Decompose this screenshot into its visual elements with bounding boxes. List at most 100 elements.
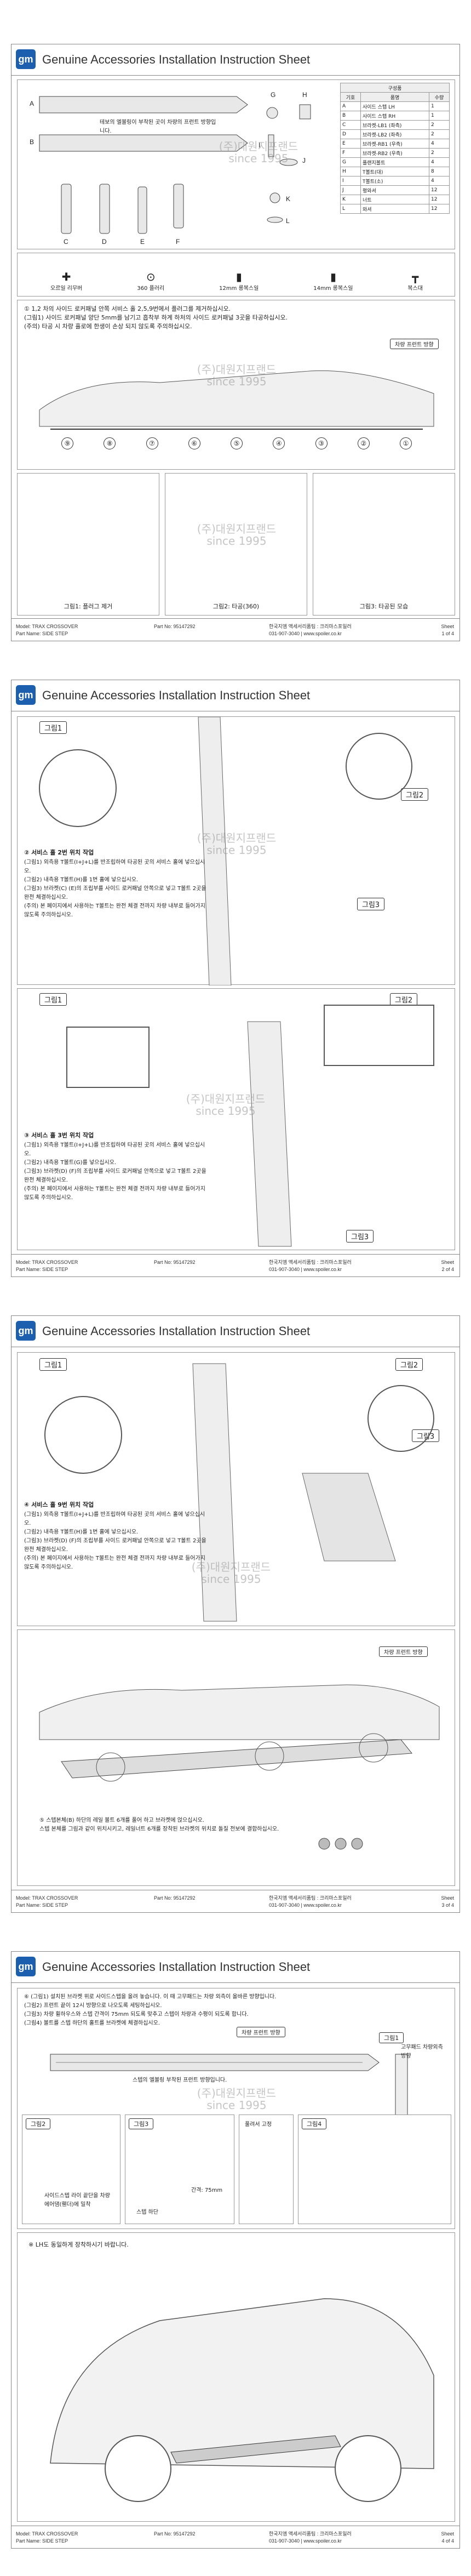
step5-diagram: [39, 1684, 440, 1850]
sheet-header: gm Genuine Accessories Installation Inst…: [12, 680, 459, 711]
parts-table-cell: 1: [429, 101, 450, 111]
step3-text: (그림1) 외측용 T볼트(I+J+L)를 반조립하여 타공된 곳의 서비스 홀…: [24, 1142, 206, 1201]
parts-table-cell: I: [340, 176, 361, 186]
fig3-label: 그림3: [129, 2118, 154, 2129]
fig1-panel: 그림1: 플러그 제거: [17, 473, 159, 615]
tool-icon: ┳: [412, 270, 419, 283]
step6-diagram: [50, 2054, 408, 2126]
parts-table-cell: 브라켓-RB1 (우측): [360, 139, 430, 149]
parts-table-cell: 4: [429, 157, 450, 167]
fig2-label: 그림2: [390, 993, 418, 1006]
parts-table-cell: T볼트(대): [360, 167, 430, 176]
fig3b-box: 풀려서 고정: [239, 2115, 294, 2224]
fig2-note: 사이드스텝 라이 끝단을 차량 에어댐(휀더)에 밀착: [44, 2193, 110, 2208]
part-label-d: D: [102, 238, 107, 246]
parts-table-cell: L: [340, 204, 361, 214]
parts-table-cell: 12: [429, 204, 450, 214]
tool-icon: ▮: [236, 270, 242, 283]
fig1-caption: 그림1: 플러그 제거: [64, 603, 113, 610]
service-hole-number: ⑦: [146, 437, 158, 449]
parts-table-cell: 4: [429, 176, 450, 186]
step5-panel: 차량 프런트 방향 ⑤ 스텝본체(B) 하단의 레일 볼트 6개를 풀어 하고 …: [17, 1629, 455, 1886]
tools-panel: ✚오르일 리무버 ⊙360 플러리 ▮12mm 롱복스일 ▮14mm 롱복스일 …: [17, 253, 455, 297]
part-label-g: G: [271, 91, 276, 99]
service-hole-number: ④: [273, 437, 285, 449]
step2-text: (그림1) 외측용 T볼트(I+J+L)를 반조립하여 타공된 곳의 서비스 홀…: [24, 859, 206, 918]
parts-table-cell: 플랜지볼트: [360, 157, 430, 167]
sheet-page-3: gm Genuine Accessories Installation Inst…: [11, 1315, 460, 1913]
parts-table-cell: 12: [429, 195, 450, 204]
parts-table-cell: 2: [429, 129, 450, 139]
parts-table-cell: G: [340, 157, 361, 167]
part-label-h: H: [302, 91, 307, 99]
parts-table-cell: J: [340, 185, 361, 195]
fig3-gap-note: 간격: 75mm: [191, 2187, 223, 2193]
fig3-step-label: 스텝 하단: [136, 2209, 158, 2215]
parts-table-cell: 사이드 스텝 RH: [360, 111, 430, 121]
sheet-header: gm Genuine Accessories Installation Inst…: [12, 1952, 459, 1983]
parts-table-cell: 평와셔: [360, 185, 430, 195]
parts-illustration: [39, 96, 311, 234]
fig4-note: 풀려서 고정: [245, 2122, 272, 2128]
tool-item: ▮14mm 롱복스일: [313, 270, 353, 292]
parts-table-cell: 너트: [360, 195, 430, 204]
tool-item: ▮12mm 롱복스일: [219, 270, 259, 292]
step6-panel: ⑥ (그림1) 설치된 브라켓 위로 사이드스텝을 올려 놓습니다. 이 때 고…: [17, 1988, 455, 2229]
part-label-b: B: [30, 138, 35, 146]
step2-panel: 그림1 그림2 그림3 ② 서비스 홀 2번 위치 작업 (그림1) 외측용 T…: [17, 716, 455, 985]
step1-text: ① 1,2 차의 사이드 로커패널 안쪽 서비스 홀 2,5,9번에서 플러그를…: [24, 305, 288, 330]
part-label-k: K: [286, 195, 291, 203]
parts-table-cell: 사이드 스텝 LH: [360, 101, 430, 111]
parts-table-title: 구성품: [340, 83, 450, 93]
sheet-page-2: gm Genuine Accessories Installation Inst…: [11, 680, 460, 1277]
fig1-label: 그림1: [39, 993, 67, 1006]
part-label-l: L: [286, 217, 290, 225]
service-hole-number: ②: [357, 437, 370, 449]
service-hole-number: ⑧: [104, 437, 116, 449]
part-label-f: F: [176, 238, 180, 246]
parts-table-cell: D: [340, 129, 361, 139]
fig2-label: 그림2: [401, 788, 429, 801]
parts-table-cell: 2: [429, 120, 450, 130]
gm-logo: gm: [16, 49, 36, 69]
fig2-box: 그림2 사이드스텝 라이 끝단을 차량 에어댐(휀더)에 밀착: [22, 2115, 120, 2224]
lh-note: ※ LH도 동일하게 장착하시기 바랍니다.: [28, 2241, 129, 2248]
step2-title: ② 서비스 홀 2번 위치 작업: [24, 849, 94, 856]
step5-text: ⑤ 스텝본체(B) 하단의 레일 볼트 6개를 풀어 하고 브라켓에 얹으십시오…: [39, 1817, 279, 1832]
parts-table-cell: 1: [429, 111, 450, 121]
final-panel: ※ LH도 동일하게 장착하시기 바랍니다.: [17, 2232, 455, 2522]
fig1-label: 그림1: [39, 721, 67, 734]
final-car-diagram: [50, 2298, 434, 2502]
service-hole-number: ①: [400, 437, 412, 449]
tool-icon: ✚: [61, 270, 71, 283]
tool-icon: ▮: [330, 270, 336, 283]
header-title: Genuine Accessories Installation Instruc…: [42, 1324, 311, 1338]
parts-col-qty: 수량: [429, 92, 450, 102]
fig1-label: 그림1: [379, 2032, 404, 2043]
parts-table-cell: 브라켓-LB1 (좌측): [360, 120, 430, 130]
fig3-label: 그림3: [346, 1230, 374, 1243]
fig3-caption: 그림3: 타공된 모습: [359, 603, 409, 610]
service-hole-number: ③: [315, 437, 328, 449]
parts-table-cell: F: [340, 148, 361, 158]
parts-col-name: 품명: [360, 92, 430, 102]
step2-diagram: [39, 717, 412, 985]
fig2-label: 그림2: [395, 1358, 423, 1371]
